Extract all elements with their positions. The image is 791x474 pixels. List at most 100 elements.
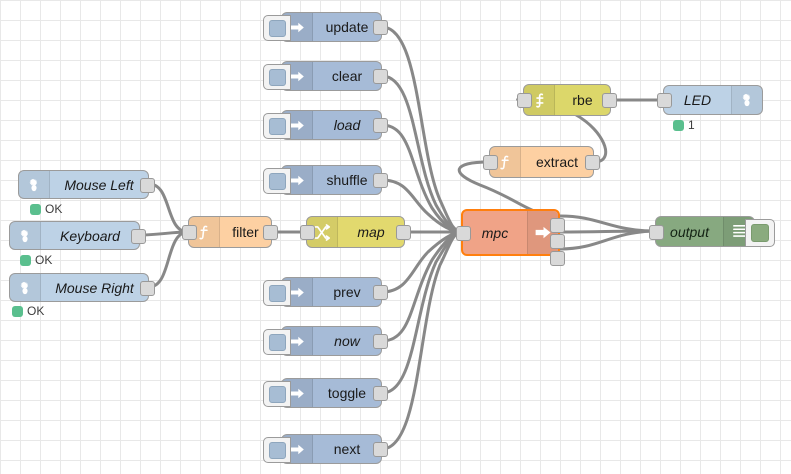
inject-trigger-button[interactable] [263,280,291,306]
node-label: load [333,117,361,133]
node-inject-next[interactable]: next [263,434,388,464]
node-inject-shuffle[interactable]: shuffle [263,165,388,195]
status-dot-icon [673,119,684,131]
inject-trigger-button[interactable] [263,437,291,463]
node-label: shuffle [326,172,368,188]
node-extract[interactable]: extract [483,146,600,178]
wire-keyboard-filter [138,230,190,237]
input-port[interactable] [456,225,471,241]
node-label: next [333,441,361,457]
node-body: Mouse Left [50,171,148,198]
input-port[interactable] [300,225,315,240]
node-mpc[interactable]: mpc [456,209,565,266]
output-port-3[interactable] [550,251,565,266]
node-inject-load[interactable]: load [263,110,388,140]
inject-trigger-button[interactable] [263,168,291,194]
node-label: update [325,19,369,35]
node-body: next [313,435,381,463]
inject-trigger-button[interactable] [263,113,291,139]
output-port[interactable] [396,225,411,240]
wire-next-mpc [380,230,463,451]
raspberry-pi-icon [10,222,41,249]
node-body: toggle [313,379,381,407]
wire-clear-mpc [380,74,463,234]
status-dot-icon [20,254,31,266]
inject-knob-icon [268,385,286,403]
status-dot-icon [30,203,41,215]
debug-toggle-button[interactable] [745,218,775,247]
output-port[interactable] [373,285,388,300]
node-body: LED [664,86,731,114]
node-label: Mouse Left [64,176,134,193]
input-port[interactable] [182,225,197,240]
output-port[interactable] [373,69,388,84]
inject-knob-icon [268,441,286,459]
node-led[interactable]: LED [657,85,763,115]
inject-trigger-button[interactable] [263,329,291,355]
inject-trigger-button[interactable] [263,15,291,41]
node-label: output [670,223,709,240]
output-port[interactable] [373,334,388,349]
input-port[interactable] [483,155,498,170]
node-inject-prev[interactable]: prev [263,277,388,307]
inject-knob-icon [268,284,286,302]
output-port[interactable] [602,93,617,108]
output-port[interactable] [373,118,388,133]
output-port[interactable] [131,228,146,244]
node-inject-update[interactable]: update [263,12,388,42]
output-port[interactable] [585,155,600,170]
output-port-2[interactable] [550,234,565,249]
output-port[interactable] [373,386,388,401]
node-mouse-right[interactable]: Mouse Right [9,273,155,302]
output-port[interactable] [140,280,155,296]
node-label: prev [333,284,361,300]
output-port[interactable] [373,173,388,188]
output-port[interactable] [373,442,388,457]
node-body: map [338,217,404,247]
node-inject-clear[interactable]: clear [263,61,388,91]
node-label: toggle [327,385,367,401]
node-label: Keyboard [60,227,120,244]
node-label: mpc [481,224,509,241]
node-inject-now[interactable]: now [263,326,388,356]
node-label: filter [232,224,259,240]
node-body: mpc [463,211,527,254]
input-port[interactable] [517,93,532,108]
node-body: rbe [555,85,610,115]
node-label: now [334,333,360,349]
inject-trigger-button[interactable] [263,64,291,90]
wire-mpc1-output [558,229,657,234]
wire-mouseright-filter [147,230,190,289]
node-label: extract [535,154,578,170]
status-text: 1 [688,118,695,132]
input-port[interactable] [657,93,672,108]
node-mouse-left[interactable]: Mouse Left [18,170,155,199]
status-led: 1 [673,118,695,132]
output-port[interactable] [263,225,278,240]
node-body: filter [220,217,271,247]
inject-knob-icon [268,333,286,351]
wire-mpc2-output [558,229,657,251]
output-port-1[interactable] [550,218,565,233]
status-dot-icon [12,305,23,317]
raspberry-pi-icon [19,171,50,198]
output-port[interactable] [373,20,388,35]
input-port[interactable] [649,224,664,240]
status-text: OK [27,304,45,318]
node-filter[interactable]: filter [182,216,278,248]
status-mouse-right: OK [12,304,44,318]
output-port[interactable] [140,177,155,193]
node-output-debug[interactable]: output [649,216,775,247]
wire-toggle-mpc [380,230,463,395]
raspberry-pi-icon [10,274,41,301]
inject-knob-icon [268,117,286,135]
inject-trigger-button[interactable] [263,381,291,407]
node-map[interactable]: map [300,216,411,248]
inject-knob-icon [268,172,286,190]
node-body: output [656,217,723,246]
node-inject-toggle[interactable]: toggle [263,378,388,408]
wire-mpc0-output [558,214,657,233]
node-keyboard[interactable]: Keyboard [9,221,146,250]
node-rbe[interactable]: rbe [517,84,617,116]
